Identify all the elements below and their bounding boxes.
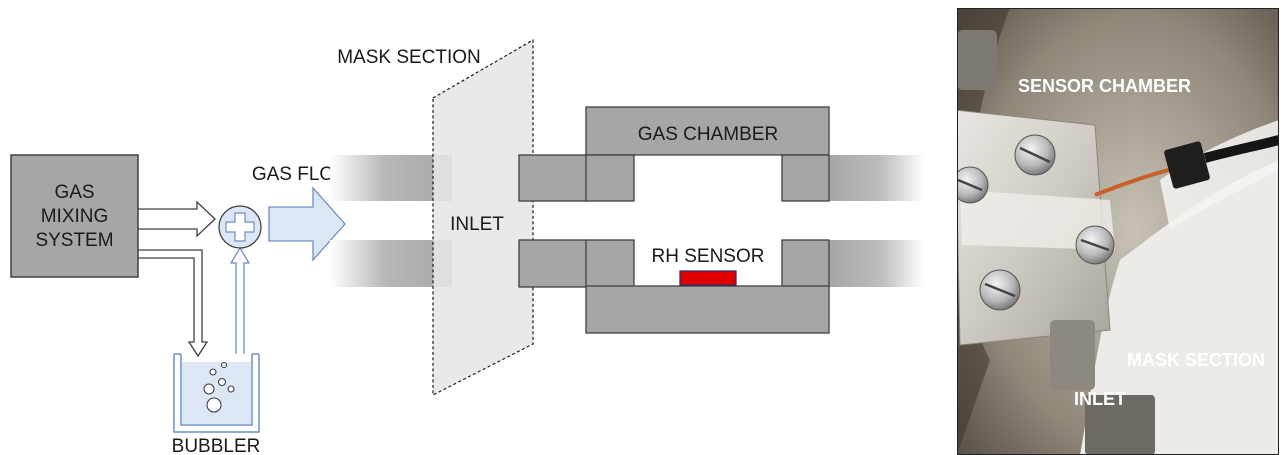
gas-flow-label: GAS FLOW [252,164,352,185]
mixer-plus-icon [218,205,262,249]
arrow-to-bubbler [138,249,209,358]
mask-section-panel [432,38,534,396]
gas-chamber-label: GAS CHAMBER [638,124,778,145]
rh-sensor-label: RH SENSOR [652,246,765,267]
arrow-to-mixer [138,200,216,238]
bubbler-container [173,353,260,433]
inlet-label: INLET [450,214,504,235]
photo-inlet-label: INLET [1074,389,1126,409]
photo-sensor-chamber-label: SENSOR CHAMBER [1018,76,1191,96]
gas-mixing-label-line3: SYSTEM [35,230,113,251]
screws [957,134,1115,311]
gas-flow-arrow [268,186,346,262]
tube-lower-right [829,240,924,287]
tube-lower-left [330,240,452,287]
gas-chamber [518,106,830,334]
tube-upper-left [330,155,452,201]
gas-mixing-label-line1: GAS [54,182,94,203]
mask-section-label: MASK SECTION [337,47,481,68]
gas-mixing-label-line2: MIXING [41,206,109,227]
arrow-from-bubbler [229,246,251,354]
bubbles-icon [203,361,235,413]
gas-mixing-system-box: GAS MIXING SYSTEM [10,154,139,278]
tube-upper-right [829,155,924,201]
setup-photo [957,8,1279,455]
rh-sensor-chip [679,270,737,286]
bubbler-label: BUBBLER [172,436,261,455]
photo-mask-section-label: MASK SECTION [1127,350,1265,370]
